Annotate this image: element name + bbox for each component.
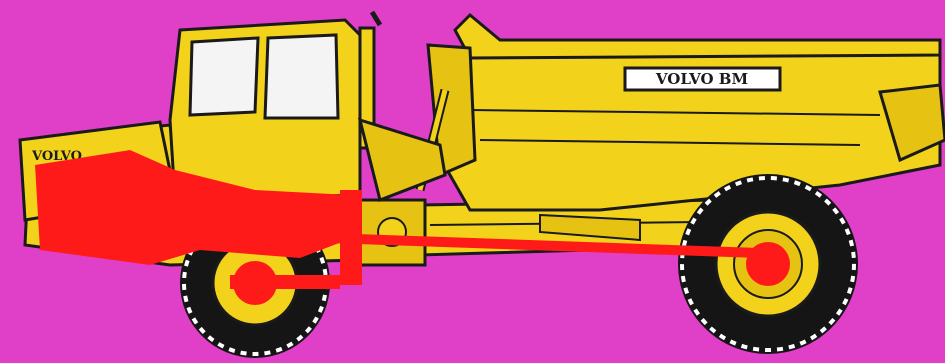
dump-body: VOLVO BM [420,15,945,210]
cab-side-window [265,35,338,118]
cab [170,12,445,200]
articulation-joint [355,200,425,265]
cab-front-window [190,38,258,115]
dump-body-brand-label: VOLVO BM [655,70,748,88]
